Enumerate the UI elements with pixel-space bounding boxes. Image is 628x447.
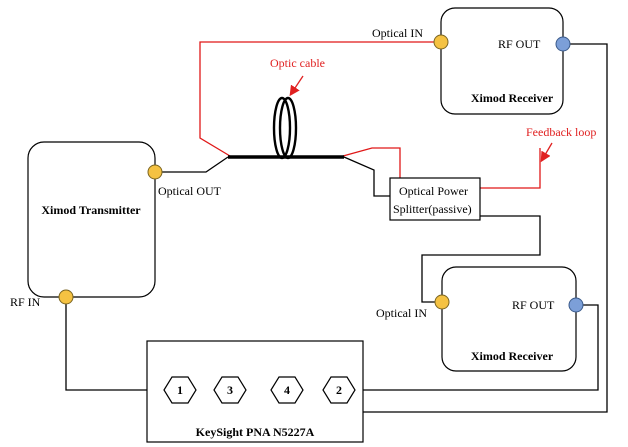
transmitter-title: Ximod Transmitter <box>41 203 141 217</box>
tx-optical-out-port-icon <box>147 164 163 180</box>
tx-rf-in-port-icon <box>58 289 74 305</box>
pna-port-1: 1 <box>163 376 197 404</box>
bottom-rfout-to-port2-wire <box>355 304 599 391</box>
optic-cable-arrow <box>289 75 304 97</box>
rf-in-to-port1-wire <box>65 297 164 391</box>
top-optical-in-label: Optical IN <box>372 26 423 40</box>
top-receiver-title: Ximod Receiver <box>471 91 554 105</box>
splitter-label-line1: Optical Power <box>399 184 468 198</box>
pna-port-2-label: 2 <box>336 383 342 397</box>
optic-cable-coil <box>272 96 298 160</box>
optical-power-splitter-box <box>389 177 481 221</box>
feedback-loop-arrow <box>540 142 553 163</box>
bottom-receiver-box <box>441 266 577 372</box>
splitter-to-bottom-receiver-wire <box>421 215 541 303</box>
pna-port-4-label: 4 <box>284 383 290 397</box>
pna-port-1-label: 1 <box>177 383 183 397</box>
top-rf-out-port-icon <box>555 36 571 52</box>
bottom-receiver-title: Ximod Receiver <box>471 349 554 363</box>
top-rf-out-label: RF OUT <box>498 37 541 51</box>
fiber-to-top-receiver <box>199 41 441 157</box>
ximod-transmitter-box <box>27 141 156 298</box>
tx-optical-out-label: Optical OUT <box>158 184 222 198</box>
bottom-optical-in-port-icon <box>434 294 450 310</box>
pna-title: KeySight PNA N5227A <box>196 425 315 439</box>
feedback-loop-fiber <box>342 147 541 189</box>
feedback-loop-label: Feedback loop <box>526 125 596 139</box>
pna-port-2: 2 <box>322 376 356 404</box>
top-optical-in-port-icon <box>433 34 449 50</box>
splitter-label-line2: Splitter(passive) <box>393 202 472 216</box>
bottom-rf-out-port-icon <box>568 297 584 313</box>
pna-port-3: 3 <box>213 376 247 404</box>
coupler-to-splitter-wire <box>343 156 390 197</box>
top-receiver-box <box>440 7 564 115</box>
optic-cable-label: Optic cable <box>270 56 325 70</box>
bottom-optical-in-label: Optical IN <box>376 306 427 320</box>
pna-port-3-label: 3 <box>227 383 233 397</box>
tx-rf-in-label: RF IN <box>10 295 41 309</box>
tx-optical-out-wire <box>155 156 229 173</box>
bottom-rf-out-label: RF OUT <box>512 298 555 312</box>
pna-port-4: 4 <box>270 376 304 404</box>
